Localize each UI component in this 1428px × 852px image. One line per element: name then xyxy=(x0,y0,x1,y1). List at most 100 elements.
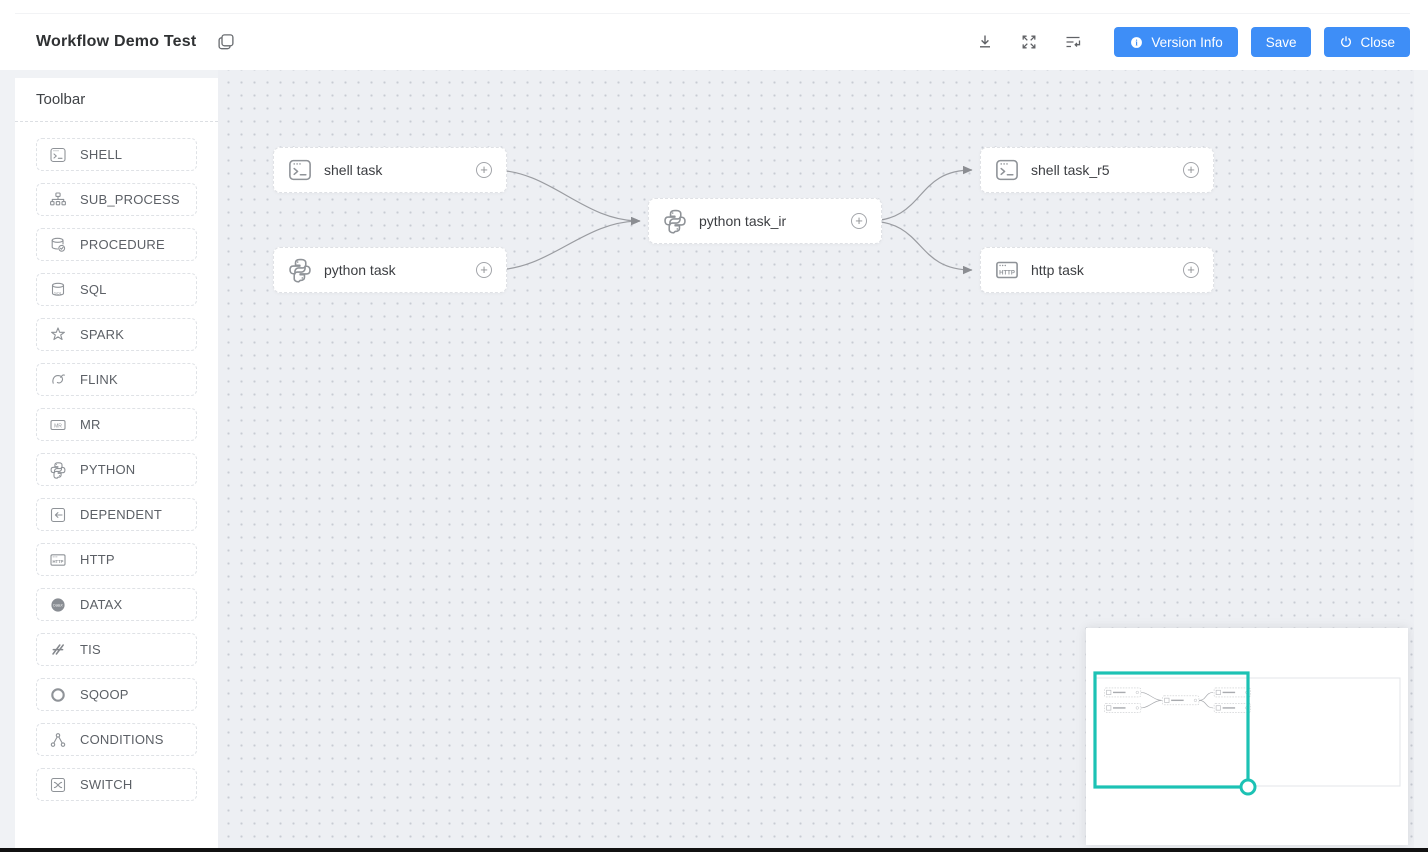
tis-icon xyxy=(49,641,67,659)
python-icon xyxy=(289,258,311,283)
sql-icon: SQL xyxy=(51,282,65,296)
minimap-node-python-task-ir xyxy=(1162,695,1200,706)
datax-icon: DataX xyxy=(51,597,65,612)
task-node-python-task[interactable]: python task + xyxy=(273,247,507,293)
edge-python-task-ir-to-shell-task-r5[interactable] xyxy=(867,165,973,222)
shell-icon xyxy=(50,147,66,162)
power-icon xyxy=(1341,36,1352,47)
shell-icon xyxy=(996,159,1018,181)
toolbar-item-flink[interactable]: FLINK xyxy=(36,363,197,396)
minimap-edge xyxy=(1198,699,1214,709)
minimap-node-shell-task-r5 xyxy=(1213,687,1251,698)
task-node-label: http task xyxy=(1031,262,1084,278)
svg-text:i: i xyxy=(1136,38,1139,47)
dependent-icon xyxy=(50,507,66,522)
task-node-python-task-ir[interactable]: python task_ir + xyxy=(648,198,882,244)
python-icon xyxy=(50,461,66,479)
svg-text:HTTP: HTTP xyxy=(999,271,1015,277)
toolbar-item-label: PROCEDURE xyxy=(80,237,165,252)
minimap-viewport-handle[interactable] xyxy=(1239,778,1257,796)
task-node-label: python task xyxy=(324,262,396,278)
toolbar-item-label: MR xyxy=(80,417,101,432)
toolbar-item-http[interactable]: HTTP HTTP xyxy=(36,543,197,576)
task-toolbar-panel: Toolbar SHELL SUB_PROCESS PROCEDURE SQL … xyxy=(15,78,218,848)
header-tool-icons xyxy=(972,29,1086,55)
toolbar-item-label: SHELL xyxy=(80,147,123,162)
procedure-icon xyxy=(51,237,66,252)
node-connect-port[interactable]: + xyxy=(476,262,492,278)
shell-icon xyxy=(287,157,313,183)
format-dag-icon[interactable] xyxy=(1060,29,1086,55)
fullscreen-icon[interactable] xyxy=(1016,29,1042,55)
task-node-shell-task[interactable]: shell task + xyxy=(273,147,507,193)
toolbar-item-spark[interactable]: SPARK xyxy=(36,318,197,351)
python-icon xyxy=(49,461,67,479)
toolbar-item-mr[interactable]: MR MR xyxy=(36,408,197,441)
minimap-node-shell-task xyxy=(1104,687,1142,698)
toolbar-item-datax[interactable]: DataX DATAX xyxy=(36,588,197,621)
toolbar-item-conditions[interactable]: CONDITIONS xyxy=(36,723,197,756)
toolbar-item-tis[interactable]: TIS xyxy=(36,633,197,666)
flink-icon xyxy=(52,373,65,384)
minimap-node-python-task xyxy=(1104,703,1142,713)
mr-icon: MR xyxy=(50,419,66,430)
svg-text:MR: MR xyxy=(54,423,62,429)
switch-icon xyxy=(50,777,66,792)
node-connect-port[interactable]: + xyxy=(476,162,492,178)
minimap-node-http-task xyxy=(1213,703,1251,713)
toolbar-item-list: SHELL SUB_PROCESS PROCEDURE SQL SQL SPAR… xyxy=(15,122,218,801)
shell-icon xyxy=(49,146,67,164)
window-bottom-edge xyxy=(0,848,1428,852)
edge-shell-task-to-python-task-ir[interactable] xyxy=(492,169,641,226)
toolbar-item-label: SWITCH xyxy=(80,777,133,792)
toolbar-item-python[interactable]: PYTHON xyxy=(36,453,197,486)
datax-icon: DataX xyxy=(49,596,67,614)
download-icon[interactable] xyxy=(972,29,998,55)
minimap-edge xyxy=(1140,692,1162,701)
toolbar-item-sql[interactable]: SQL SQL xyxy=(36,273,197,306)
toolbar-item-shell[interactable]: SHELL xyxy=(36,138,197,171)
edge-python-task-to-python-task-ir[interactable] xyxy=(492,216,641,271)
node-connect-port[interactable]: + xyxy=(1183,262,1199,278)
task-node-http-task[interactable]: HTTP http task + xyxy=(980,247,1214,293)
conditions-icon xyxy=(50,732,66,747)
title-wrap: Workflow Demo Test xyxy=(15,28,240,56)
flink-icon xyxy=(49,371,67,389)
toolbar-item-sub_process[interactable]: SUB_PROCESS xyxy=(36,183,197,216)
toolbar-item-label: HTTP xyxy=(80,552,115,567)
minimap-graph xyxy=(1093,671,1401,796)
toolbar-title: Toolbar xyxy=(36,91,86,108)
content-area: Toolbar SHELL SUB_PROCESS PROCEDURE SQL … xyxy=(0,70,1428,848)
toolbar-item-label: FLINK xyxy=(80,372,118,387)
svg-text:DataX: DataX xyxy=(53,603,63,607)
dag-canvas[interactable]: shell task + python task + python task_i… xyxy=(218,70,1414,848)
copy-icon[interactable] xyxy=(212,28,240,56)
spark-icon xyxy=(49,326,67,344)
task-node-shell-task-r5[interactable]: shell task_r5 + xyxy=(980,147,1214,193)
toolbar-item-switch[interactable]: SWITCH xyxy=(36,768,197,801)
edge-python-task-ir-to-http-task[interactable] xyxy=(867,220,973,275)
node-connect-port[interactable]: + xyxy=(1183,162,1199,178)
version-info-button[interactable]: i Version Info xyxy=(1114,27,1238,57)
toolbar-item-sqoop[interactable]: SQOOP xyxy=(36,678,197,711)
sub-process-icon xyxy=(50,191,66,205)
toolbar-item-label: SUB_PROCESS xyxy=(80,192,180,207)
minimap-viewport[interactable] xyxy=(1093,671,1250,789)
minimap[interactable] xyxy=(1086,628,1408,845)
page-title: Workflow Demo Test xyxy=(36,33,197,50)
task-node-label: python task_ir xyxy=(699,213,787,229)
conditions-icon xyxy=(49,731,67,749)
task-node-label: shell task_r5 xyxy=(1031,162,1110,178)
toolbar-item-procedure[interactable]: PROCEDURE xyxy=(36,228,197,261)
toolbar-item-dependent[interactable]: DEPENDENT xyxy=(36,498,197,531)
info-icon: i xyxy=(1131,36,1143,48)
svg-text:SQL: SQL xyxy=(54,290,63,295)
http-icon: HTTP xyxy=(994,257,1020,283)
toolbar-item-label: PYTHON xyxy=(80,462,136,477)
sub-process-icon xyxy=(49,191,67,209)
mr-icon: MR xyxy=(49,416,67,434)
save-button[interactable]: Save xyxy=(1250,27,1312,57)
close-button[interactable]: Close xyxy=(1324,27,1410,57)
node-connect-port[interactable]: + xyxy=(851,213,867,229)
